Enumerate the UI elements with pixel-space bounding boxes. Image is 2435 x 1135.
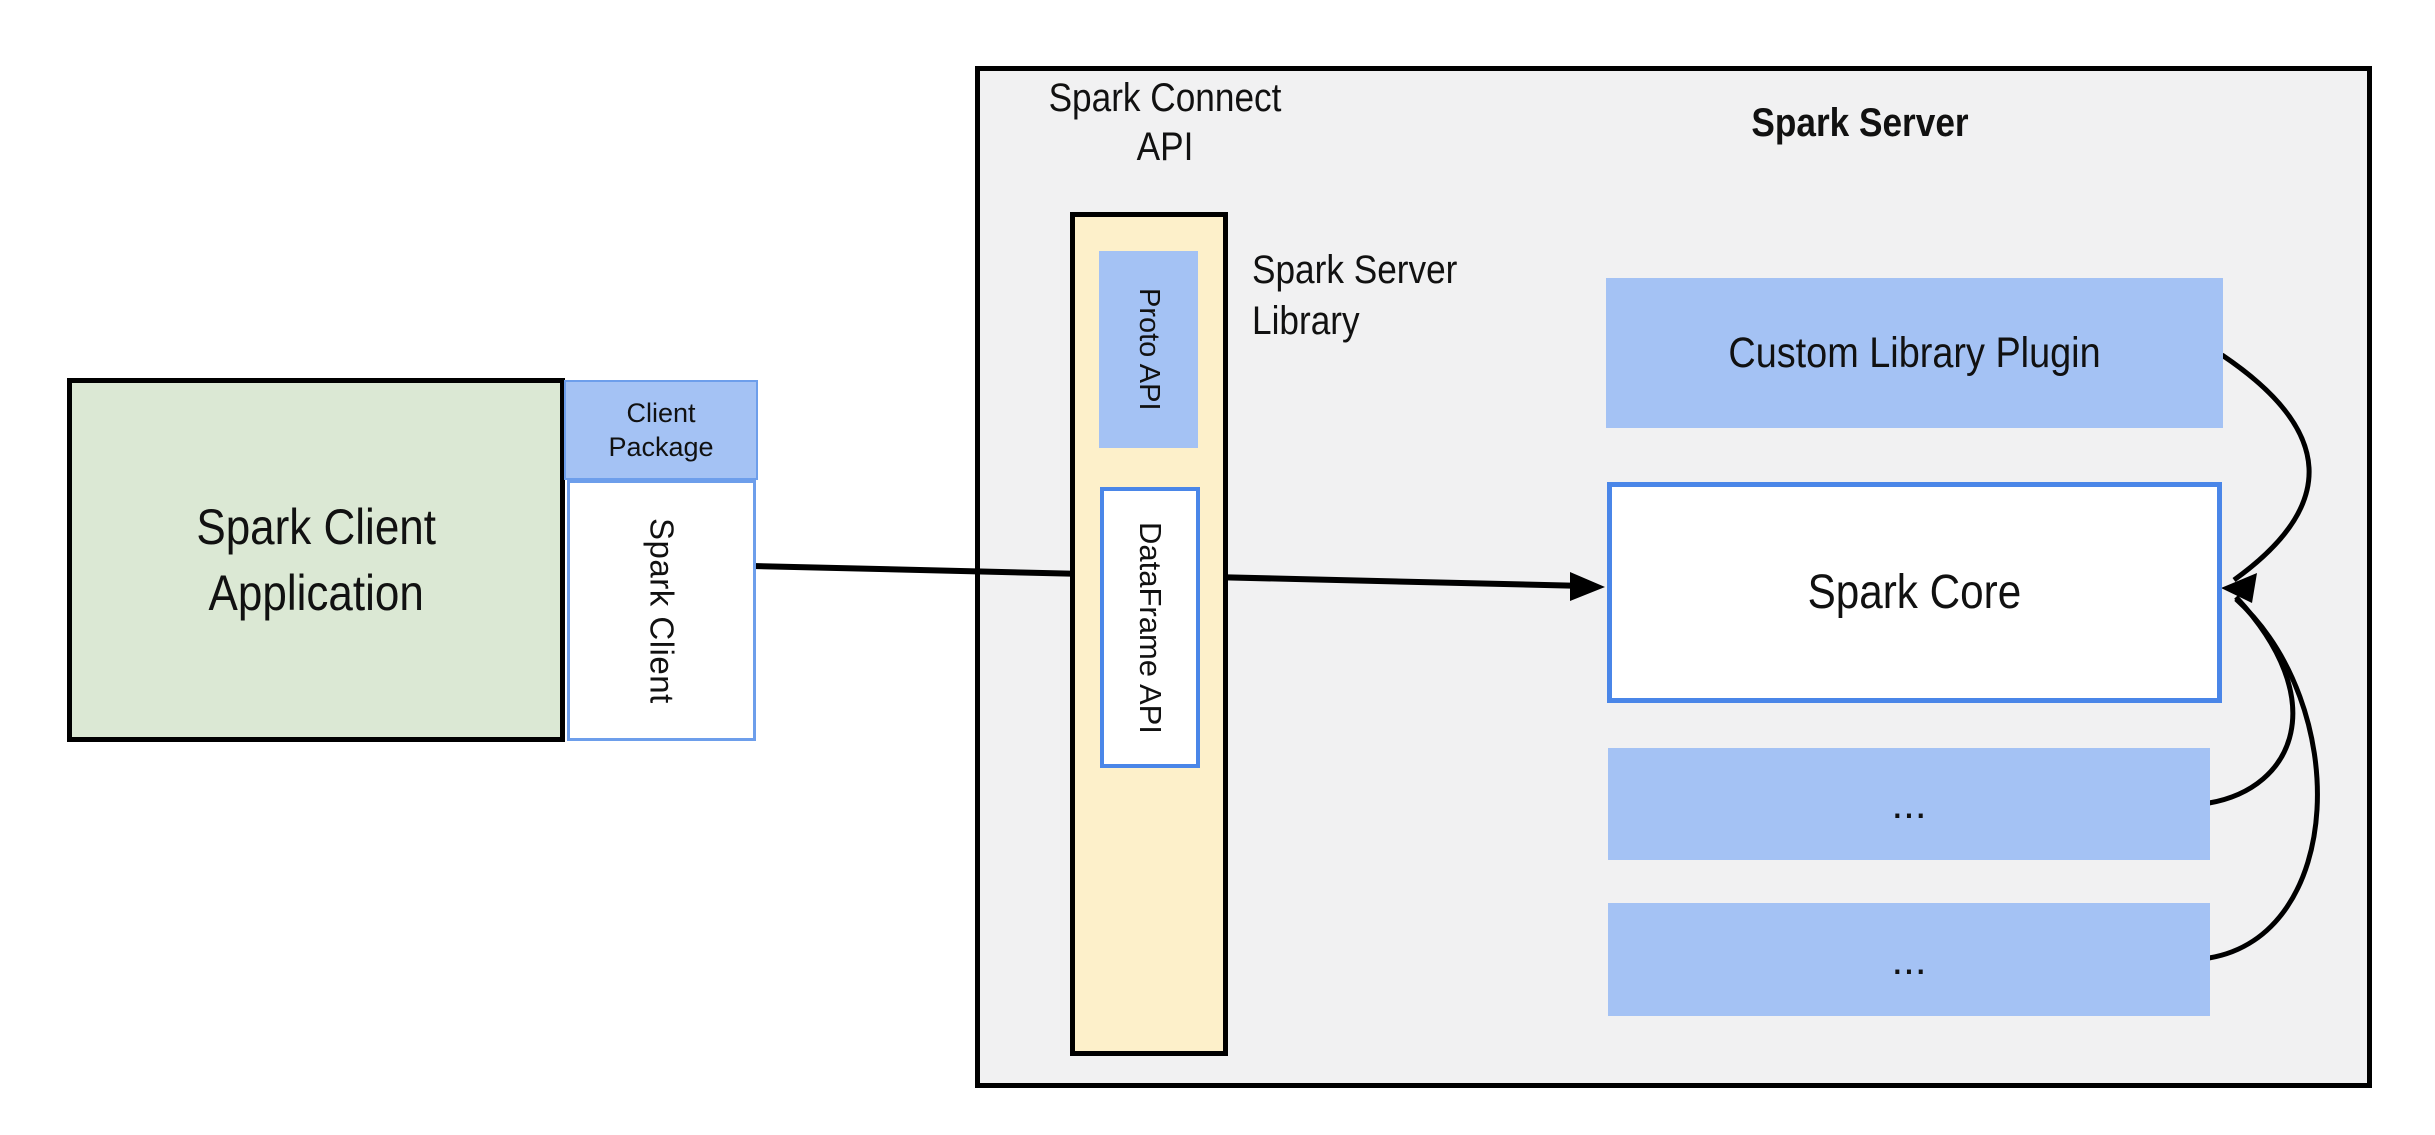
client-package-label: Client Package bbox=[608, 396, 713, 464]
client-package-label-line1: Client bbox=[626, 398, 696, 428]
spark-core-box: Spark Core bbox=[1607, 482, 2222, 703]
spark-server-library-label-line1: Spark Server bbox=[1252, 248, 1458, 292]
spark-server-title: Spark Server bbox=[1751, 101, 1969, 145]
more-plugins-label-1: ... bbox=[1891, 780, 1927, 827]
spark-client-label: Spark Client bbox=[643, 517, 681, 704]
spark-core-label: Spark Core bbox=[1807, 565, 2022, 619]
dataframe-api-label: DataFrame API bbox=[1133, 521, 1168, 734]
more-plugins-label-2: ... bbox=[1891, 935, 1927, 983]
spark-client-application-label-line2: Application bbox=[208, 565, 424, 621]
client-package-box: Client Package bbox=[564, 380, 758, 480]
custom-library-plugin-label: Custom Library Plugin bbox=[1728, 329, 2101, 377]
client-package-label-line2: Package bbox=[608, 432, 714, 462]
spark-server-library-label: Spark Server Library bbox=[1252, 245, 1551, 347]
more-plugins-box-1: ... bbox=[1608, 748, 2210, 860]
spark-client-application-box: Spark Client Application bbox=[67, 378, 565, 742]
dataframe-api-box: DataFrame API bbox=[1100, 487, 1200, 768]
spark-server-library-label-line2: Library bbox=[1252, 299, 1360, 343]
proto-api-label: Proto API bbox=[1133, 288, 1165, 411]
spark-client-application-label-line1: Spark Client bbox=[196, 499, 436, 555]
spark-connect-api-label-line1: Spark Connect bbox=[1048, 76, 1282, 120]
spark-connect-api-label: Spark Connect API bbox=[1007, 74, 1324, 172]
spark-client-application-label: Spark Client Application bbox=[196, 494, 436, 626]
spark-connect-api-label-line2: API bbox=[1136, 125, 1194, 169]
proto-api-box: Proto API bbox=[1099, 251, 1198, 448]
spark-client-box: Spark Client bbox=[567, 480, 756, 741]
more-plugins-box-2: ... bbox=[1608, 903, 2210, 1016]
custom-library-plugin-box: Custom Library Plugin bbox=[1606, 278, 2223, 428]
